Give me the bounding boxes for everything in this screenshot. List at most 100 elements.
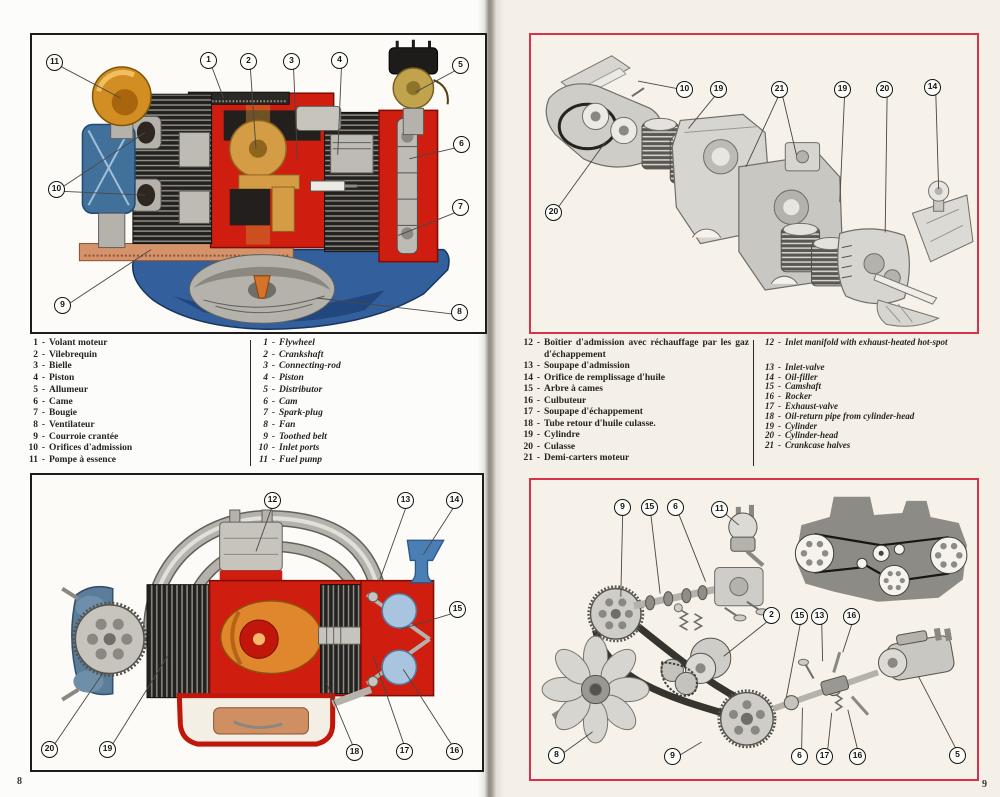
part-label: Vilebrequin: [49, 349, 98, 360]
callout-12: 12: [264, 492, 281, 509]
callout-6: 6: [453, 136, 470, 153]
fuel-pump-dome: [91, 66, 152, 140]
part-row: 19 - Cylindre: [517, 430, 749, 442]
callout-16-b: 16: [849, 748, 866, 765]
column-divider: [250, 340, 251, 466]
distributor: [388, 39, 449, 136]
camshaft: [633, 585, 716, 611]
part-label: Arbre à cames: [544, 384, 603, 394]
part-number: 18: [765, 410, 774, 421]
exploded-crankcase-illustration: [545, 55, 974, 327]
page-number-left: 8: [17, 776, 22, 787]
dash-separator: -: [271, 384, 276, 395]
part-number: 16: [523, 395, 534, 406]
part-label: Culasse: [544, 441, 576, 452]
figure-engine-cross-section: 11 1 2 3 4 5 6 7 8 9 10: [30, 33, 487, 334]
part-number: 1: [33, 338, 38, 348]
part-row: 13 - Inlet-valve: [760, 362, 996, 373]
part-label: Orifice de remplissage d'huile: [544, 372, 665, 383]
callout-20: 20: [876, 81, 893, 98]
part-number: 14: [523, 372, 534, 383]
callout-4: 4: [331, 52, 348, 69]
dash-separator: -: [536, 430, 541, 440]
part-row: 12 - Boîtier d'admission avec réchauffag…: [517, 338, 750, 361]
callout-19-b: 19: [834, 81, 851, 98]
part-number: 20: [765, 430, 774, 441]
dash-separator: -: [41, 455, 46, 466]
part-number: 4: [263, 373, 268, 384]
callout-9: 9: [614, 499, 631, 516]
callout-6-b: 6: [791, 748, 808, 765]
part-number: 8: [263, 419, 268, 430]
part-label: Cam: [279, 396, 298, 407]
part-row: 6 - Came: [22, 397, 238, 409]
part-number: 15: [765, 381, 774, 392]
callout-10: 10: [48, 181, 65, 198]
part-row: 7 - Bougie: [22, 408, 238, 420]
dash-separator: -: [778, 337, 781, 347]
part-number: 9: [33, 431, 38, 442]
part-row: 21 - Demi-carters moteur: [517, 453, 749, 465]
part-number: 18: [523, 418, 534, 429]
part-number: 5: [263, 384, 268, 395]
part-label: Camshaft: [785, 381, 822, 392]
part-row: 4 - Piston: [22, 373, 238, 385]
part-number: 2: [33, 349, 38, 360]
callout-17: 17: [816, 748, 833, 765]
callout-15: 15: [449, 601, 466, 618]
part-number: 6: [33, 396, 38, 407]
dash-separator: -: [536, 361, 541, 371]
dash-separator: -: [271, 408, 276, 419]
part-label: Piston: [279, 373, 304, 384]
part-label: Flywheel: [279, 338, 315, 348]
inlet-ports: [130, 115, 162, 212]
part-row: 14 - Orifice de remplissage d'huile: [517, 373, 749, 385]
dash-separator: -: [271, 455, 276, 466]
dash-separator: -: [536, 407, 541, 417]
callout-2: 2: [240, 53, 257, 70]
dash-separator: -: [41, 361, 46, 372]
part-row: 10 - Orifices d'admission: [22, 443, 238, 455]
dash-separator: -: [271, 361, 276, 372]
part-label: Pompe à essence: [49, 455, 117, 466]
dash-separator: -: [778, 430, 781, 441]
part-row: 17 - Soupape d'échappement: [517, 407, 749, 419]
dash-separator: -: [271, 431, 276, 442]
part-number: 19: [765, 420, 774, 431]
callout-11: 11: [711, 501, 728, 518]
dash-separator: -: [778, 410, 781, 421]
part-number: 4: [33, 373, 38, 384]
part-label: Soupape d'admission: [544, 361, 630, 371]
part-number: 20: [523, 441, 534, 452]
callout-21: 21: [771, 81, 788, 98]
part-label: Culbuteur: [544, 395, 587, 406]
part-row: 8 - Fan: [254, 420, 484, 432]
dash-separator: -: [536, 372, 541, 383]
part-row: 4 - Piston: [254, 373, 484, 385]
dash-separator: -: [271, 338, 276, 348]
part-label: Connecting-rod: [279, 361, 341, 372]
parts-list-french-1-11: 1 - Volant moteur 2 - Vilebrequin 3 - Bi…: [22, 338, 238, 467]
oil-filler-funnel: [406, 539, 445, 584]
camshaft-toothed-pulley: [72, 601, 148, 677]
dash-separator: -: [778, 381, 781, 392]
part-row: 19 - Cylinder: [760, 420, 996, 432]
part-label: Bougie: [49, 408, 77, 419]
part-row: 2 - Vilebrequin: [22, 350, 238, 362]
part-row: 1 - Flywheel: [254, 338, 484, 350]
part-label: Came: [49, 396, 73, 407]
dash-separator: -: [41, 419, 46, 430]
part-label: Courroie crantée: [49, 431, 119, 442]
callout-14: 14: [924, 79, 941, 96]
part-number: 19: [523, 430, 534, 440]
dash-separator: -: [778, 391, 781, 402]
oil-return-pipe: [331, 686, 373, 708]
part-label: Fan: [279, 419, 296, 430]
part-number: 14: [765, 371, 774, 382]
starter-motor: [878, 627, 955, 681]
part-number: 21: [765, 440, 774, 451]
dash-separator: -: [41, 349, 46, 360]
part-label: Allumeur: [49, 384, 89, 395]
callout-10: 10: [676, 81, 693, 98]
parts-list-english-1-11: 1 - Flywheel 2 - Crankshaft 3 - Connecti…: [254, 338, 484, 467]
